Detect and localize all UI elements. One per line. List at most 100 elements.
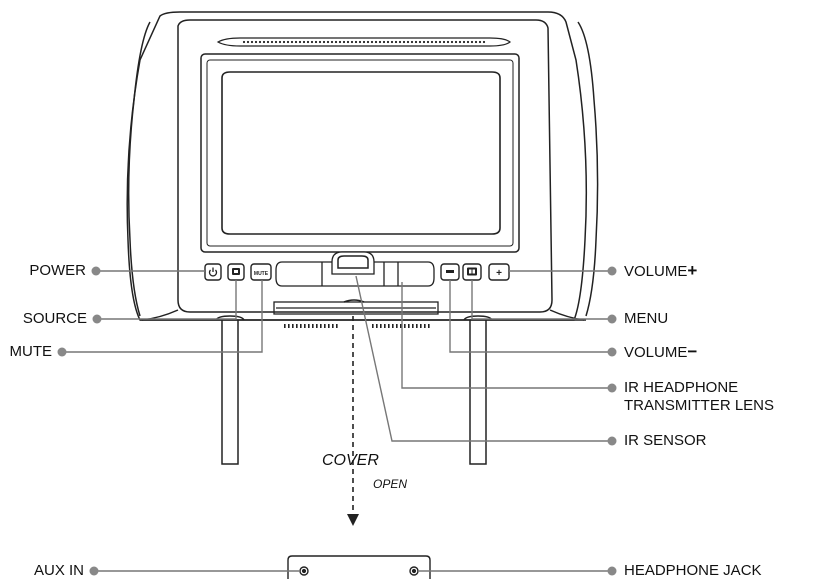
volume-minus-label: VOLUME− — [624, 343, 697, 362]
vent-hole — [400, 324, 402, 328]
grille-hole — [326, 40, 330, 44]
grille-hole — [370, 40, 374, 44]
volume-minus-text: VOLUME — [624, 344, 688, 361]
vent-hole — [392, 324, 394, 328]
grille-hole — [410, 40, 414, 44]
ir-sensor-label: IR SENSOR — [624, 432, 707, 449]
vent-hole — [288, 324, 290, 328]
plus-sign: + — [687, 261, 698, 280]
grille-hole — [270, 40, 274, 44]
headrest-posts — [215, 315, 493, 465]
grille-hole — [426, 40, 430, 44]
vent-hole — [312, 324, 314, 328]
grille-hole — [250, 40, 254, 44]
open-label: OPEN — [373, 477, 408, 491]
grille-hole — [294, 40, 298, 44]
volume-plus-label: VOLUME+ — [624, 262, 697, 281]
vent-hole — [412, 324, 414, 328]
mute-label: MUTE — [9, 343, 53, 360]
jack-panel — [287, 555, 431, 579]
grille-hole — [242, 40, 246, 44]
cover-label: COVER — [322, 452, 379, 469]
grille-hole — [474, 40, 478, 44]
grille-hole — [350, 40, 354, 44]
grille-hole — [446, 40, 450, 44]
grille-hole — [262, 40, 266, 44]
leader-lines — [62, 270, 612, 572]
grille-hole — [422, 40, 426, 44]
grille-hole — [254, 40, 258, 44]
grille-hole — [482, 40, 486, 44]
menu-label: MENU — [624, 310, 669, 327]
grille-hole — [450, 40, 454, 44]
grille-hole — [398, 40, 402, 44]
grille-hole — [382, 40, 386, 44]
control-bar — [275, 251, 435, 287]
headrest-body — [126, 11, 599, 321]
ir-headphone-label-line1: IR HEADPHONE — [624, 379, 739, 396]
grille-hole — [438, 40, 442, 44]
vent-hole — [336, 324, 338, 328]
grille-hole — [342, 40, 346, 44]
volume-plus-button[interactable] — [488, 263, 510, 281]
grille-hole — [394, 40, 398, 44]
mute-button-text: MUTE — [254, 271, 269, 277]
grille-hole — [374, 40, 378, 44]
vent-hole — [420, 324, 422, 328]
grille-hole — [354, 40, 358, 44]
vent-hole — [396, 324, 398, 328]
grille-hole — [258, 40, 262, 44]
grille-hole — [318, 40, 322, 44]
speaker-grille — [242, 40, 486, 44]
vent-hole — [296, 324, 298, 328]
source-icon — [232, 268, 240, 275]
grille-hole — [302, 40, 306, 44]
vent-hole — [428, 324, 430, 328]
cover-open-arrow — [347, 316, 359, 526]
headphone-jack-label: HEADPHONE JACK — [624, 562, 762, 579]
grille-hole — [290, 40, 294, 44]
grille-hole — [286, 40, 290, 44]
minus-sign: − — [687, 342, 698, 361]
grille-hole — [458, 40, 462, 44]
grille-hole — [322, 40, 326, 44]
plus-icon: + — [496, 268, 502, 279]
grille-hole — [466, 40, 470, 44]
grille-hole — [346, 40, 350, 44]
vent-hole — [308, 324, 310, 328]
grille-hole — [310, 40, 314, 44]
mute-button[interactable] — [250, 263, 272, 281]
vent-hole — [384, 324, 386, 328]
grille-hole — [282, 40, 286, 44]
grille-hole — [278, 40, 282, 44]
left-buttons — [204, 263, 272, 281]
leader-dots — [57, 266, 617, 576]
vent-hole — [284, 324, 286, 328]
screen — [200, 53, 520, 253]
grille-hole — [434, 40, 438, 44]
grille-hole — [462, 40, 466, 44]
grille-hole — [362, 40, 366, 44]
power-label: POWER — [29, 262, 86, 279]
vent-hole — [320, 324, 322, 328]
grille-hole — [390, 40, 394, 44]
grille-hole — [402, 40, 406, 44]
grille-hole — [406, 40, 410, 44]
menu-icon — [467, 267, 477, 276]
aux-in-label: AUX IN — [33, 562, 84, 579]
vent-hole — [376, 324, 378, 328]
grille-hole — [358, 40, 362, 44]
vent-hole — [380, 324, 382, 328]
vent-holes — [284, 324, 430, 328]
vent-hole — [404, 324, 406, 328]
vent-hole — [424, 324, 426, 328]
minus-icon — [446, 270, 454, 273]
grille-hole — [330, 40, 334, 44]
source-label: SOURCE — [22, 310, 87, 327]
grille-hole — [430, 40, 434, 44]
grille-hole — [314, 40, 318, 44]
grille-hole — [274, 40, 278, 44]
vent-hole — [328, 324, 330, 328]
grille-hole — [454, 40, 458, 44]
